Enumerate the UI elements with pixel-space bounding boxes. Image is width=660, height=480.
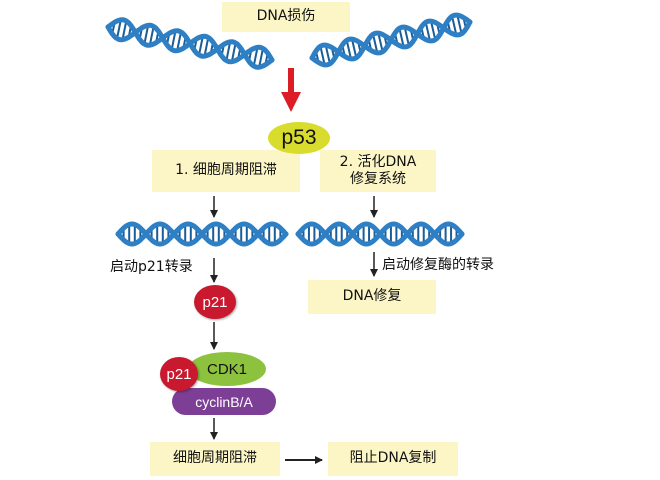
cdk1: CDK1 (188, 352, 266, 386)
dna-base-pair (451, 16, 458, 36)
dna-base-pair (170, 30, 177, 50)
dna-repair-system-line2: 修复系统 (350, 171, 406, 187)
p21-protein: p21 (194, 285, 236, 319)
dna-damage-box: DNA损伤 (222, 2, 350, 32)
dna-repair-box: DNA修复 (308, 280, 436, 314)
dna-helix-middle-right (295, 221, 465, 247)
dna-base-pair (345, 40, 352, 60)
dna-strand (115, 221, 289, 247)
dna-base-pair (430, 20, 437, 40)
p53-label: p53 (281, 126, 317, 149)
repair-enzyme-transcription-label: 启动修复酶的转录 (382, 257, 494, 273)
dna-strand (105, 17, 275, 70)
dna-base-pair (148, 26, 155, 46)
dna-base-pair (424, 22, 431, 42)
p21-transcription-label: 启动p21转录 (110, 259, 193, 275)
dna-base-pair (351, 38, 358, 58)
dna-base-pair (324, 44, 331, 64)
dna-base-pair (225, 41, 232, 61)
dna-base-pair (230, 42, 237, 62)
cell-cycle-arrest-box: 细胞周期阻滞 (150, 442, 280, 476)
dna-repair-label: DNA修复 (342, 288, 402, 305)
p21-complex-label: p21 (166, 365, 192, 383)
dna-helix-top-right (309, 12, 473, 68)
block-dna-replication-box: 阻止DNA复制 (328, 442, 458, 476)
cell-cycle-arrest-branch-label: 1. 细胞周期阻滞 (175, 162, 277, 179)
block-dna-replication-label: 阻止DNA复制 (349, 450, 437, 467)
red-down-arrow (281, 68, 301, 112)
cell-cycle-arrest-label: 细胞周期阻滞 (173, 450, 257, 467)
cell-cycle-arrest-branch-box: 1. 细胞周期阻滞 (152, 150, 300, 192)
dna-base-pair (252, 47, 259, 67)
cdk1-label: CDK1 (206, 360, 247, 378)
cyclin-label: cyclinB/A (195, 393, 253, 410)
dna-base-pair (258, 48, 264, 68)
dna-base-pair (176, 31, 182, 51)
dna-base-pair (319, 46, 326, 66)
dna-strand (295, 221, 465, 247)
dna-base-pair (203, 37, 210, 57)
p21-in-complex: p21 (160, 357, 198, 391)
dna-strand (309, 18, 473, 62)
dna-base-pair (377, 32, 384, 52)
dna-helix-middle-left (115, 221, 289, 247)
p21-label: p21 (202, 293, 228, 311)
dna-base-pair (143, 25, 150, 45)
dna-helix-top-left (105, 17, 275, 70)
p53-protein: p53 (268, 122, 330, 154)
dna-base-pair (403, 26, 410, 46)
dna-base-pair (116, 19, 122, 39)
dna-base-pair (456, 14, 463, 34)
dna-base-pair (398, 28, 405, 48)
dna-repair-system-line1: 2. 活化DNA (339, 153, 417, 170)
dna-base-pair (121, 20, 128, 40)
dna-damage-label: DNA损伤 (256, 8, 316, 25)
dna-repair-system-box: 2. 活化DNA 修复系统 (320, 150, 436, 192)
dna-base-pair (198, 36, 204, 56)
dna-base-pair (372, 34, 379, 54)
cyclin-b-a: cyclinB/A (172, 388, 276, 415)
